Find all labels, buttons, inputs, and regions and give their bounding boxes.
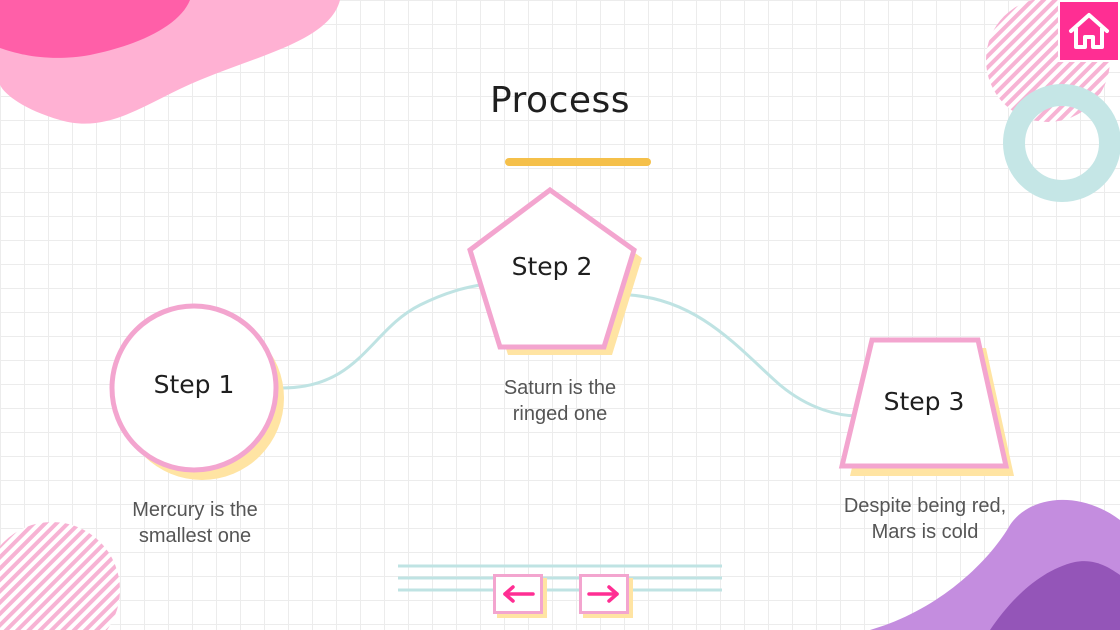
step1-circle	[109, 303, 279, 473]
step1-description: Mercury is the smallest one	[80, 497, 310, 549]
step3-description: Despite being red, Mars is cold	[810, 493, 1040, 545]
step1-description-line2: smallest one	[138, 525, 252, 547]
arrow-right-icon	[587, 585, 619, 603]
step3-description-line1: Despite being red,	[843, 495, 1007, 517]
next-slide-button[interactable]	[579, 574, 629, 614]
step2-description-line1: Saturn is the	[503, 377, 617, 399]
home-button[interactable]	[1058, 0, 1120, 62]
step1-label: Step 1	[153, 370, 235, 399]
step2-label: Step 2	[511, 252, 593, 281]
arrow-left-icon	[503, 585, 535, 603]
step1-description-line1: Mercury is the	[132, 499, 258, 521]
bottom-left-striped-circle	[0, 522, 120, 630]
connector-step1-step2	[281, 283, 481, 390]
step2-description-line2: ringed one	[512, 403, 608, 425]
top-right-teal-ring	[1003, 84, 1120, 202]
step2-description: Saturn is the ringed one	[445, 375, 675, 427]
title-underline	[505, 158, 651, 166]
bottom-right-blob-dark	[990, 561, 1120, 630]
step3-trapezoid	[838, 337, 1010, 469]
prev-slide-button[interactable]	[493, 574, 543, 614]
home-icon	[1069, 13, 1109, 49]
step3-label: Step 3	[883, 387, 965, 416]
step2-pentagon	[467, 186, 637, 350]
page-title: Process	[489, 80, 631, 121]
step3-description-line2: Mars is cold	[871, 521, 979, 543]
top-left-blob-dark	[0, 0, 190, 58]
connector-step2-step3	[629, 293, 859, 418]
